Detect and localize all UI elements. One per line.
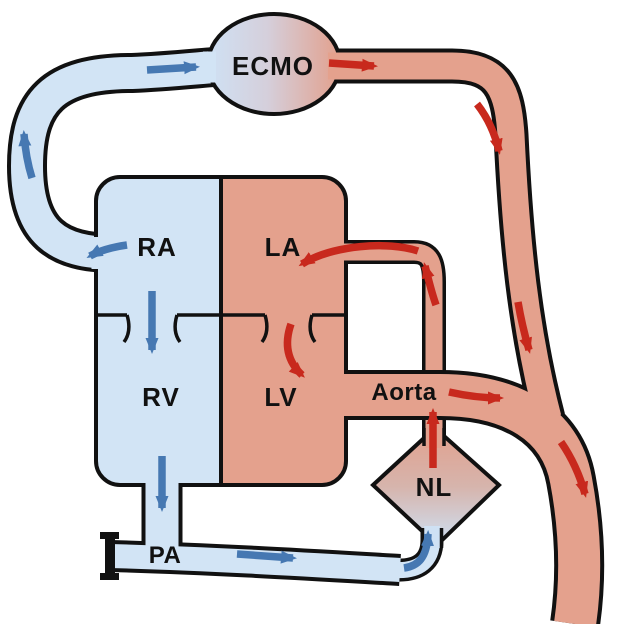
valve-plane: [98, 313, 344, 344]
ecmo-return-tube-and-aorta: [326, 48, 605, 624]
arterial-flow-arrows: [283, 58, 589, 498]
aortic-outlet-opening: [343, 374, 349, 416]
arrow-descending-aorta: [557, 439, 589, 498]
pa-label: PA: [149, 542, 182, 569]
arrow-pa-to-nl: [403, 530, 434, 572]
aorta-label: Aorta: [371, 379, 436, 406]
nl-label: NL: [416, 472, 453, 502]
arrow-la-to-lv: [283, 322, 305, 378]
heart-box: [91, 175, 349, 489]
rv-label: RV: [142, 382, 180, 412]
arrow-into-ecmo: [146, 61, 200, 75]
arrow-ecmo-return-down: [474, 101, 503, 155]
arrow-pa-flow: [236, 550, 297, 564]
lv-label: LV: [264, 382, 297, 412]
la-label: LA: [265, 232, 302, 262]
arrow-venous-up: [18, 130, 36, 180]
ecmo-inlet-opening: [203, 51, 216, 83]
arrow-pulmonary-vein-up: [421, 262, 440, 307]
right-heart-fill: [96, 177, 221, 485]
arrow-ecmo-out: [328, 58, 378, 72]
arrow-into-la: [298, 241, 420, 268]
venous-flow-arrows: [18, 61, 434, 572]
ecmo-label: ECMO: [232, 51, 314, 81]
arrow-ecmo-return-lower: [514, 301, 533, 354]
arrow-ra-to-ecmo-tube: [86, 241, 128, 260]
arrow-aorta-flow: [448, 388, 504, 405]
ra-label: RA: [137, 232, 177, 262]
left-heart-fill: [221, 177, 346, 485]
pa-clamp-cap: [100, 532, 119, 580]
